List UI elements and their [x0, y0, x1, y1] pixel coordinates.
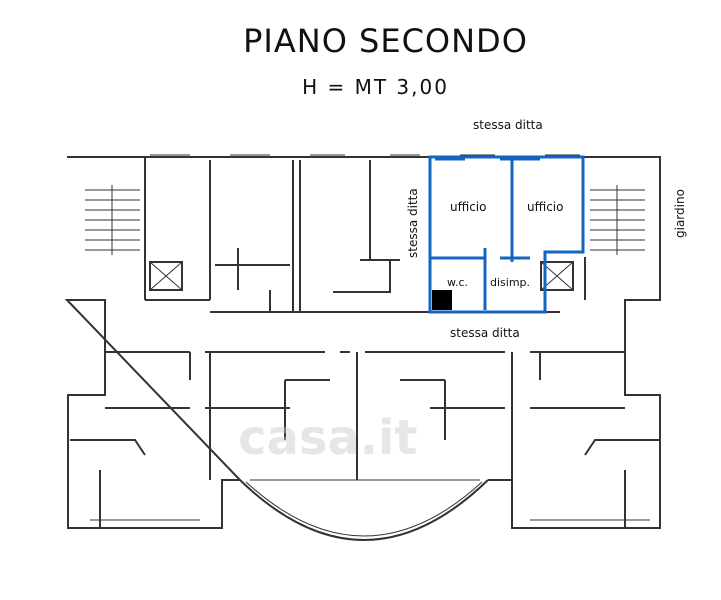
corridor-neighbor-label: stessa ditta — [450, 326, 520, 340]
office-1-label: ufficio — [450, 200, 487, 214]
top-neighbor-label: stessa ditta — [473, 118, 543, 132]
office-2-label: ufficio — [527, 200, 564, 214]
watermark: casa.it — [238, 410, 418, 466]
floor-height-label: H = MT 3,00 — [302, 75, 449, 99]
building-outline — [64, 156, 661, 529]
side-neighbor-label: stessa ditta — [406, 188, 420, 258]
highlighted-unit-outline — [428, 155, 585, 314]
bay-window — [239, 479, 489, 541]
wc-fixture — [432, 290, 452, 310]
plan-title: PIANO SECONDO — [243, 22, 528, 60]
garden-label: giardino — [673, 189, 687, 238]
hall-label: disimp. — [490, 276, 531, 289]
wc-label: w.c. — [447, 276, 469, 289]
